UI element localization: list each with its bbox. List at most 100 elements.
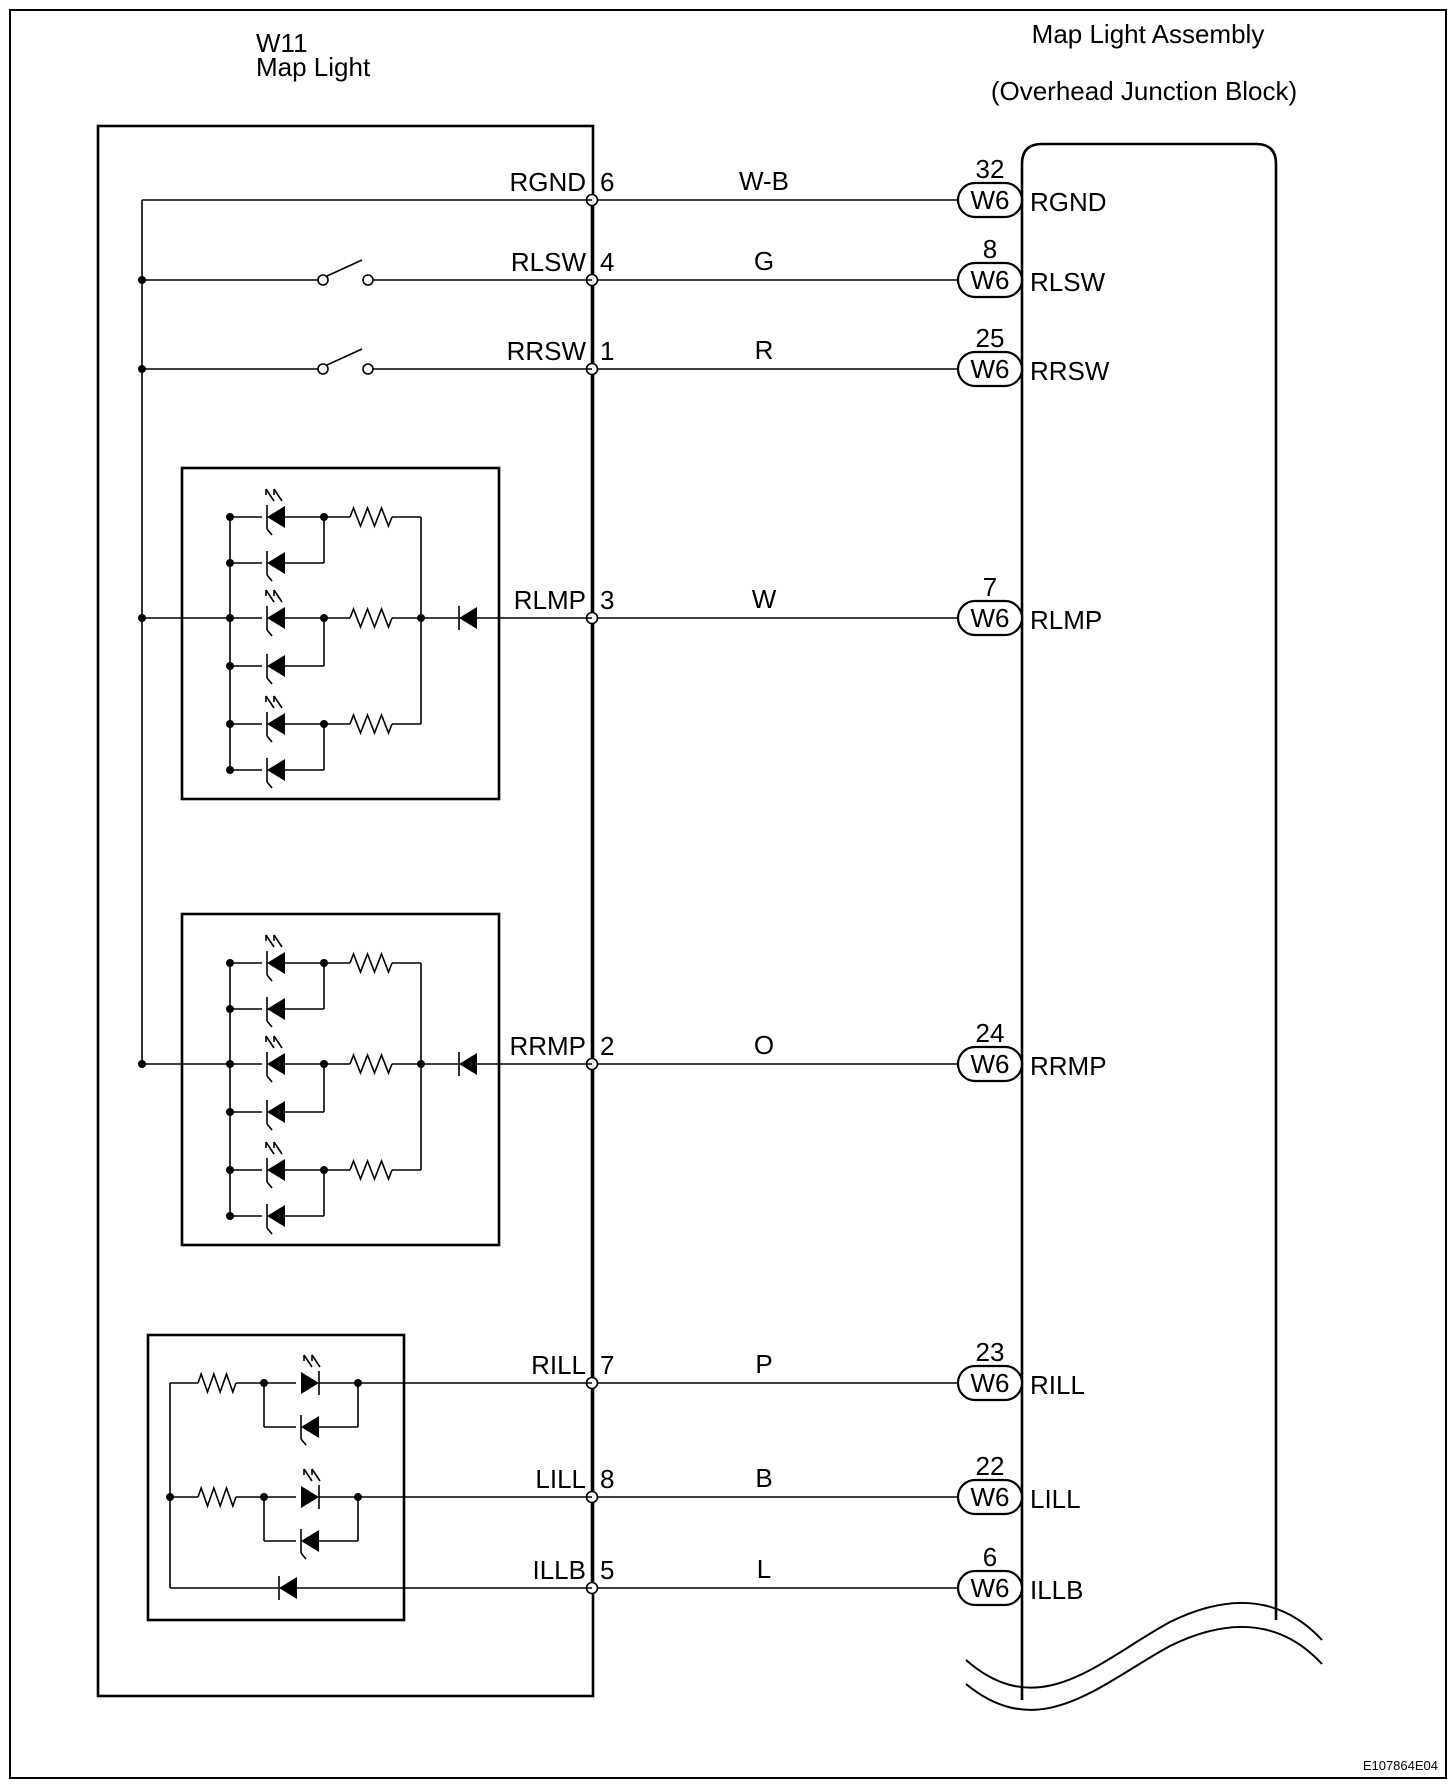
- led-ray: [311, 1468, 321, 1482]
- diagram-frame: [9, 9, 1447, 1779]
- junction-block-body: [1020, 142, 1278, 1700]
- pin-number: 8: [600, 1464, 614, 1494]
- resistor-symbol: [349, 712, 393, 736]
- connector-code: W6: [971, 1573, 1010, 1603]
- switch-blade: [326, 259, 363, 277]
- led-ray: [265, 695, 275, 709]
- pin-signal-label: RRMP: [509, 1031, 586, 1061]
- junction-signal-label: ILLB: [1030, 1575, 1084, 1605]
- diode-body: [459, 1053, 477, 1075]
- diode-body: [267, 1101, 285, 1123]
- switch-contact: [317, 363, 329, 375]
- led-ray: [265, 1035, 275, 1049]
- connector-badge: [956, 1364, 1024, 1402]
- led-symbol: [265, 589, 285, 637]
- diode-body: [267, 1205, 285, 1227]
- diode-symbol: [458, 606, 477, 630]
- resistor-symbol: [197, 1371, 237, 1395]
- pin-signal-label: LILL: [535, 1464, 586, 1494]
- resistor-symbol: [349, 951, 393, 975]
- zener-tail: [266, 1075, 273, 1083]
- led-symbol: [265, 695, 285, 743]
- resistor-symbol: [349, 505, 393, 529]
- resistor-symbol: [197, 1485, 237, 1509]
- junction-pin-number: 24: [976, 1018, 1005, 1048]
- connector-badge: [956, 599, 1024, 637]
- junction-dot: [226, 766, 234, 774]
- pin-signal-label: RILL: [531, 1350, 586, 1380]
- zener-tail: [266, 781, 273, 789]
- bus-dot: [138, 614, 146, 622]
- zener-tail: [266, 629, 273, 637]
- diode-body: [301, 1372, 319, 1394]
- junction-signal-label: RRSW: [1030, 356, 1110, 386]
- pin-number: 2: [600, 1031, 614, 1061]
- led-module-rlmp: [138, 466, 592, 801]
- junction-pin-number: 6: [983, 1542, 997, 1572]
- junction-dot: [226, 559, 234, 567]
- zener-tail: [300, 1552, 307, 1560]
- resistor-symbol: [349, 1158, 393, 1182]
- junction-dot: [226, 959, 234, 967]
- illumination-module: [146, 1333, 592, 1622]
- connector-badge: [956, 1478, 1024, 1516]
- junction-signal-label: RGND: [1030, 187, 1107, 217]
- led-symbol: [301, 1468, 321, 1509]
- internal-components: [138, 199, 592, 1622]
- bus-dot: [138, 1060, 146, 1068]
- led-ray: [303, 1354, 313, 1368]
- right-component-name: Map Light Assembly: [1032, 19, 1265, 49]
- illumination-module-box: [146, 1333, 406, 1622]
- led-ray: [273, 695, 283, 709]
- diode-body: [267, 552, 285, 574]
- pin-number: 4: [600, 247, 614, 277]
- junction-dot: [226, 1166, 234, 1174]
- junction-dot: [226, 1212, 234, 1220]
- switch-contact: [317, 274, 329, 286]
- connector-code: W6: [971, 354, 1010, 384]
- led-symbol: [265, 934, 285, 982]
- resistor-symbol: [349, 1052, 393, 1076]
- pin-signal-label: RRSW: [507, 336, 587, 366]
- connector-badge: [956, 1569, 1024, 1607]
- switch-rrsw: [138, 348, 592, 375]
- led-ray: [273, 488, 283, 502]
- wire-color-label: W-B: [739, 166, 789, 196]
- diode-body: [267, 713, 285, 735]
- connector-badge: [956, 350, 1024, 388]
- led-ray: [303, 1468, 313, 1482]
- switch-contact: [362, 274, 374, 286]
- diode-symbol: [266, 758, 285, 789]
- connector-code: W6: [971, 265, 1010, 295]
- led-ray: [265, 934, 275, 948]
- connector-badge: [956, 181, 1024, 219]
- led-ray: [273, 589, 283, 603]
- diode-body: [267, 1053, 285, 1075]
- junction-signal-label: LILL: [1030, 1484, 1081, 1514]
- zener-tail: [266, 528, 273, 536]
- junction-pin-number: 7: [983, 572, 997, 602]
- diode-body: [267, 655, 285, 677]
- left-component-name: Map Light: [256, 52, 371, 82]
- wire-color-label: P: [755, 1349, 772, 1379]
- break-mark-lower: [965, 1626, 1323, 1711]
- zener-tail: [266, 1123, 273, 1131]
- connector-code: W6: [971, 1368, 1010, 1398]
- diode-body: [267, 998, 285, 1020]
- led-ray: [311, 1354, 321, 1368]
- left-component-code: W11: [256, 28, 308, 58]
- pin-signal-label: RGND: [509, 167, 586, 197]
- junction-dot: [226, 720, 234, 728]
- junction-pin-number: 23: [976, 1337, 1005, 1367]
- junction-dot: [226, 513, 234, 521]
- led-symbol: [301, 1354, 321, 1395]
- connector-code: W6: [971, 603, 1010, 633]
- junction-signal-label: RLSW: [1030, 267, 1106, 297]
- zener-tail: [266, 735, 273, 743]
- junction-dot: [226, 1108, 234, 1116]
